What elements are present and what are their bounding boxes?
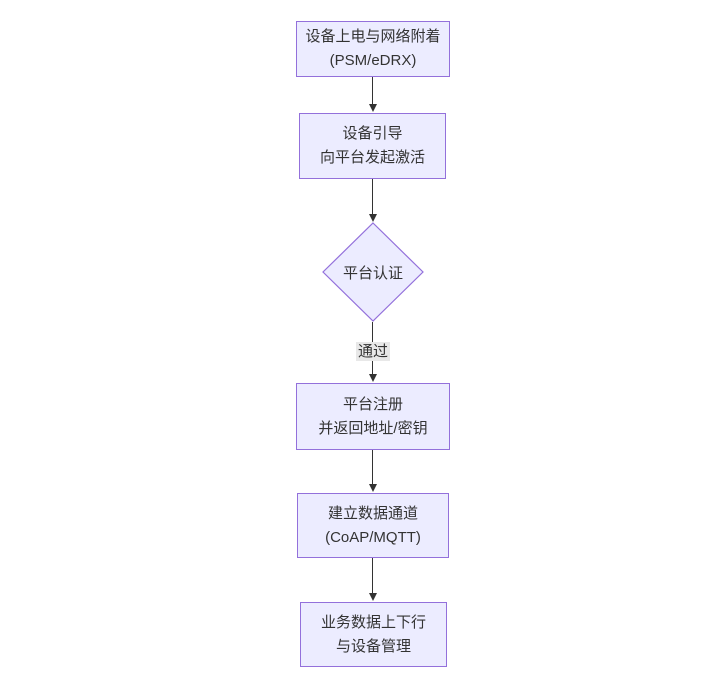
node-business-data: 业务数据上下行 与设备管理 [300,602,447,667]
node-text-line: 设备上电与网络附着 [305,28,441,45]
node-text-line: 业务数据上下行 [320,613,426,631]
arrow-line [372,77,373,104]
decision-platform-auth: 平台认证 [322,222,424,322]
arrowhead-icon [368,484,377,492]
node-power-attach: 设备上电与网络附着 (PSM/eDRX) [296,21,450,77]
arrow-line [372,558,373,593]
node-text-line: 平台注册 [342,395,403,413]
flow-arrow-2 [368,179,377,222]
node-text-line: (PSM/eDRX) [329,52,417,69]
node-text-line: 建立数据通道 [327,504,418,522]
arrowhead-icon [368,374,377,382]
node-text-line: 与设备管理 [335,637,411,655]
node-text-line: 向平台发起激活 [319,149,425,166]
arrow-line [372,179,373,214]
node-data-channel: 建立数据通道 (CoAP/MQTT) [297,493,449,558]
node-text-line: 平台认证 [342,264,403,282]
arrow-line [372,450,373,484]
node-register: 平台注册 并返回地址/密钥 [296,383,450,450]
node-text-line: (CoAP/MQTT) [325,528,421,546]
edge-label-pass: 通过 [355,342,391,361]
arrowhead-icon [368,214,377,222]
node-text-line: 并返回地址/密钥 [318,419,428,437]
diamond-shape [322,222,424,322]
flow-arrow-5 [368,558,377,601]
arrowhead-icon [368,104,377,112]
flow-arrow-4 [368,450,377,492]
arrowhead-icon [368,593,377,601]
flow-arrow-1 [368,77,377,112]
node-text-line: 设备引导 [342,125,403,142]
node-bootstrap: 设备引导 向平台发起激活 [299,113,446,179]
